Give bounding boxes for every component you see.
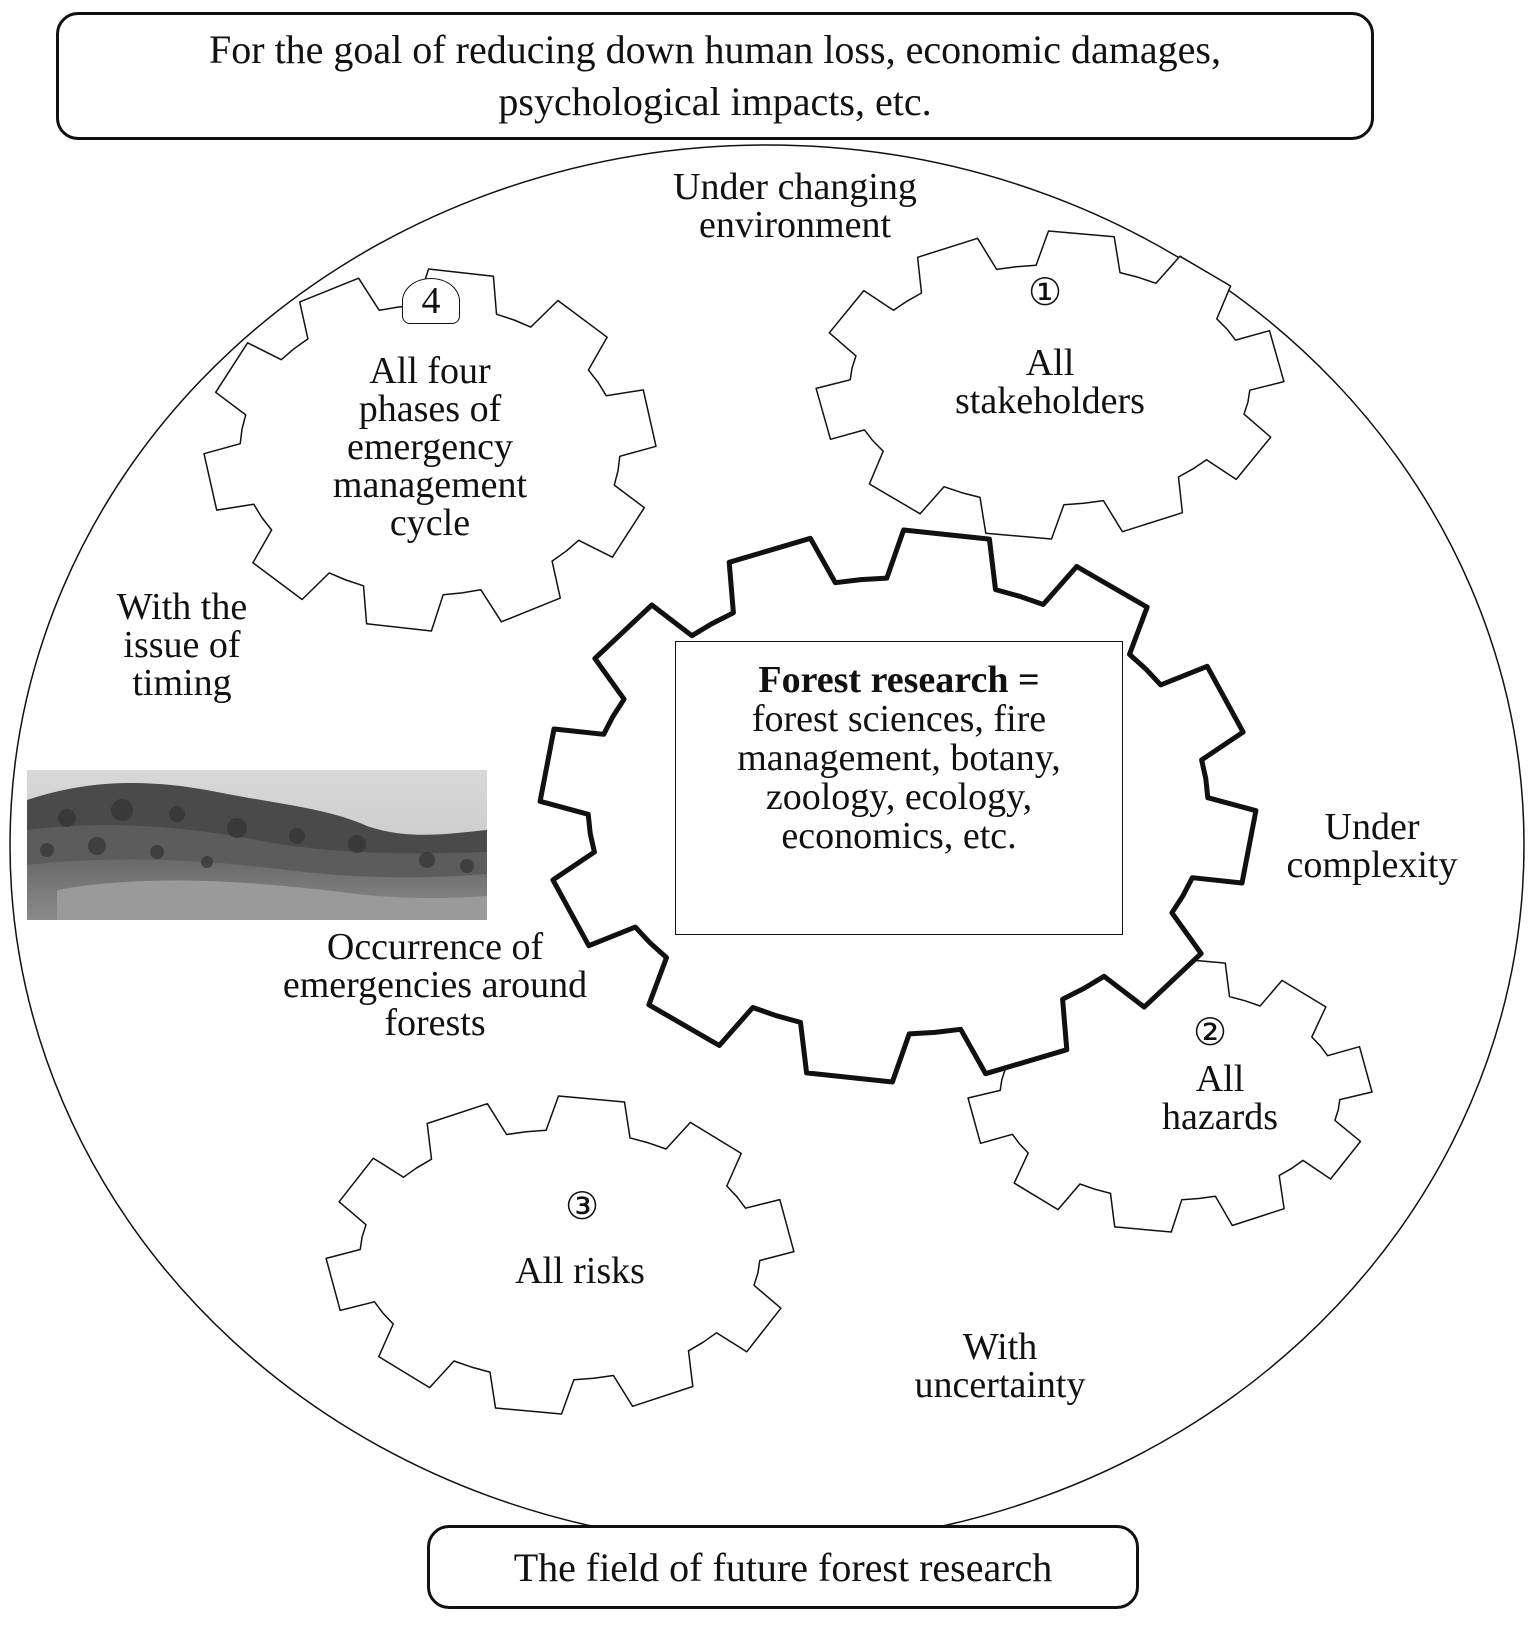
label-under-changing-environment: Under changing environment <box>673 166 917 246</box>
gear-stakeholders <box>815 230 1285 540</box>
gear-number-stakeholders: ① <box>1027 272 1063 314</box>
forest-research-box: Forest research = forest sciences, fire … <box>675 641 1123 935</box>
forest-photo <box>27 770 487 920</box>
label-with-uncertainty: With uncertainty <box>914 1326 1086 1406</box>
label-with-issue-of-timing: With the issue of timing <box>116 586 248 704</box>
gear-number-phases-text: 4 <box>421 280 441 322</box>
label-under-complexity: Under complexity <box>1286 806 1458 886</box>
gear-number-hazards: ② <box>1192 1012 1228 1054</box>
gear-risks <box>325 1095 795 1415</box>
gear-number-phases: 4 <box>402 278 460 324</box>
field-box: The field of future forest research <box>427 1525 1139 1609</box>
gear-label-stakeholders: All stakeholders <box>955 342 1145 422</box>
label-occurrence-of-emergencies: Occurrence of emergencies around forests <box>282 926 588 1044</box>
gear-label-risks: All risks <box>515 1250 645 1292</box>
forest-research-body: forest sciences, fire management, botany… <box>737 697 1061 857</box>
goal-box: For the goal of reducing down human loss… <box>56 12 1374 140</box>
goal-text: For the goal of reducing down human loss… <box>209 27 1221 124</box>
gear-label-phases: All four phases of emergency management … <box>332 350 528 544</box>
gear-label-hazards: All hazards <box>1161 1058 1279 1138</box>
forest-research-title: Forest research = <box>758 658 1040 701</box>
gear-number-risks: ③ <box>564 1186 600 1228</box>
gear-phases <box>203 268 657 632</box>
field-text: The field of future forest research <box>513 1544 1053 1590</box>
